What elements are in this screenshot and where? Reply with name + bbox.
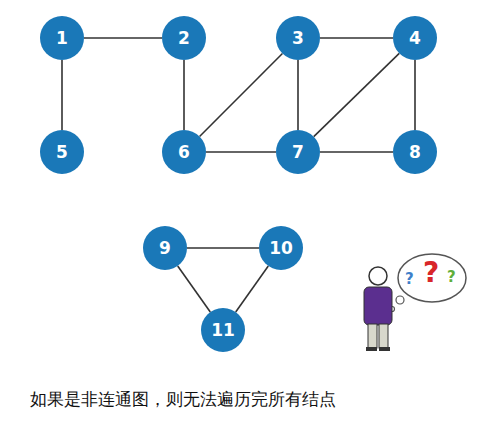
- question-mark: ?: [447, 268, 456, 286]
- graph-vertex: 6: [162, 130, 206, 174]
- vertex-circle: [393, 130, 437, 174]
- person-shoe: [379, 347, 390, 351]
- thinking-person: [364, 254, 466, 351]
- graph-edge: [187, 247, 259, 249]
- graph-edge: [236, 266, 269, 312]
- graph-edge: [84, 37, 162, 39]
- vertex-label: 9: [143, 226, 187, 270]
- vertex-label: 8: [393, 130, 437, 174]
- graph-edge: [183, 60, 185, 130]
- person-body: [364, 287, 392, 325]
- person-leg: [379, 324, 388, 348]
- graph-vertex: 10: [259, 226, 303, 270]
- person-leg: [368, 324, 377, 348]
- graph-edge: [320, 37, 393, 39]
- graph-vertex: 4: [393, 16, 437, 60]
- graph-vertex: 1: [40, 16, 84, 60]
- vertex-label: 11: [201, 308, 245, 352]
- vertex-circle: [40, 16, 84, 60]
- bubble-dot: [396, 296, 404, 304]
- caption: 如果是非连通图，则无法遍历完所有结点: [30, 388, 470, 411]
- graph-edge: [320, 151, 393, 153]
- vertex-circle: [162, 130, 206, 174]
- vertex-circle: [162, 16, 206, 60]
- vertex-label: 7: [276, 130, 320, 174]
- graph-vertex: 2: [162, 16, 206, 60]
- vertex-label: 3: [276, 16, 320, 60]
- vertex-label: 10: [259, 226, 303, 270]
- question-mark: ?: [405, 270, 414, 288]
- graph-edge: [297, 60, 299, 130]
- graph-edge: [61, 60, 63, 130]
- vertex-label: 1: [40, 16, 84, 60]
- graph-edge: [206, 151, 276, 153]
- person-shoe: [366, 347, 377, 351]
- graph-vertex: 11: [201, 308, 245, 352]
- vertex-label: 2: [162, 16, 206, 60]
- graph-edge: [414, 60, 416, 130]
- vertex-circle: [276, 16, 320, 60]
- vertex-circle: [40, 130, 84, 174]
- graph-vertex: 8: [393, 130, 437, 174]
- person-head: [369, 267, 387, 285]
- graph-edge: [200, 54, 283, 137]
- question-mark: ?: [423, 256, 439, 289]
- vertex-label: 6: [162, 130, 206, 174]
- vertex-label: 5: [40, 130, 84, 174]
- graph-vertex: 7: [276, 130, 320, 174]
- vertex-circle: [201, 308, 245, 352]
- graph-edge: [314, 53, 399, 136]
- graph-vertex: 3: [276, 16, 320, 60]
- vertex-circle: [259, 226, 303, 270]
- vertex-label: 4: [393, 16, 437, 60]
- vertex-circle: [393, 16, 437, 60]
- graph-edge: [178, 266, 211, 312]
- vertex-circle: [143, 226, 187, 270]
- graph-vertex: 5: [40, 130, 84, 174]
- vertex-circle: [276, 130, 320, 174]
- graph-vertex: 9: [143, 226, 187, 270]
- thought-bubble: [398, 254, 466, 302]
